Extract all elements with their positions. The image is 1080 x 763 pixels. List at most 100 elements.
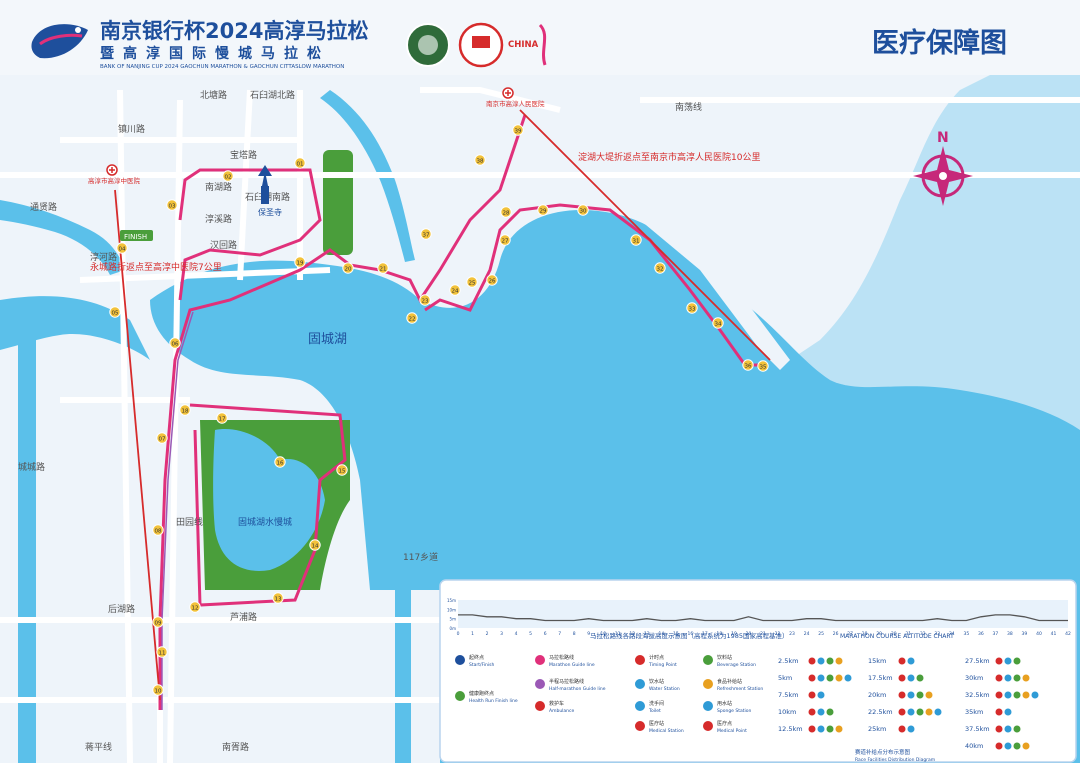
facility-dot-icon bbox=[925, 708, 933, 716]
east-shore bbox=[640, 215, 790, 370]
road-label-tianyuan: 田园线 bbox=[176, 516, 203, 528]
legend-label-en: Timing Point bbox=[648, 662, 677, 668]
km-facility-label: 12.5km bbox=[778, 725, 803, 733]
facility-dot-icon bbox=[835, 674, 843, 682]
legend-icon bbox=[703, 655, 713, 665]
altitude-tick: 29 bbox=[876, 631, 882, 637]
facility-dot-icon bbox=[1013, 725, 1021, 733]
km-marker-label: 36 bbox=[745, 363, 752, 369]
km-marker-02 bbox=[222, 170, 234, 182]
km-marker-label: 04 bbox=[119, 246, 126, 252]
east-channel bbox=[760, 60, 1080, 430]
altitude-y-label: 0m bbox=[450, 626, 457, 631]
facility-dot-icon bbox=[995, 742, 1003, 750]
facility-dot-icon bbox=[907, 691, 915, 699]
legend-label-en: Sponge Station bbox=[717, 708, 752, 714]
facility-dot-icon bbox=[1013, 691, 1021, 699]
legend-label-cn: 饮料站 bbox=[717, 654, 732, 661]
km-marker-label: 26 bbox=[489, 278, 496, 284]
km-marker-05 bbox=[109, 306, 121, 318]
altitude-tick: 7 bbox=[558, 631, 561, 637]
road-label-shijiu-n: 石臼湖北路 bbox=[250, 89, 295, 101]
road-label-nanxu: 南胥路 bbox=[222, 741, 249, 753]
facility-dot-icon bbox=[1022, 742, 1030, 750]
facility-dot-icon bbox=[817, 691, 825, 699]
altitude-tick: 4 bbox=[515, 631, 518, 637]
facility-dot-icon bbox=[907, 708, 915, 716]
km-marker-34 bbox=[712, 317, 724, 329]
km-marker-01 bbox=[294, 157, 306, 169]
altitude-tick: 32 bbox=[920, 631, 926, 637]
legend-label-cn: 洗手间 bbox=[649, 700, 664, 707]
legend-icon bbox=[535, 655, 545, 665]
km-marker-label: 33 bbox=[689, 306, 696, 312]
facility-dot-icon bbox=[1022, 691, 1030, 699]
facility-dot-icon bbox=[1031, 691, 1039, 699]
legend-footer-cn: 赛道补给点分布示意图 bbox=[855, 748, 911, 756]
altitude-tick: 35 bbox=[963, 631, 969, 637]
km-marker-17 bbox=[216, 412, 228, 424]
facility-dot-icon bbox=[826, 725, 834, 733]
altitude-plot-area bbox=[458, 600, 1068, 628]
facility-dot-icon bbox=[826, 674, 834, 682]
altitude-line bbox=[458, 614, 1068, 622]
km-marker-21 bbox=[377, 262, 389, 274]
legend-label-en: Water Station bbox=[649, 686, 680, 692]
legend-icon bbox=[635, 701, 645, 711]
legend-label-en: Half-marathon Guide line bbox=[549, 686, 606, 692]
km-marker-label: 21 bbox=[380, 266, 387, 272]
altitude-tick: 25 bbox=[818, 631, 824, 637]
legend-label-cn: 食品补给站 bbox=[717, 678, 742, 685]
km-marker-07 bbox=[156, 432, 168, 444]
altitude-tick: 16 bbox=[688, 631, 694, 637]
facility-dot-icon bbox=[898, 691, 906, 699]
legend-label-en: Beverage Station bbox=[717, 662, 756, 668]
altitude-tick: 6 bbox=[544, 631, 547, 637]
altitude-title: 马拉松路线各路段海拔高度示意图（高程系统为1985国家高程基准） bbox=[590, 631, 789, 640]
km-marker-28 bbox=[500, 206, 512, 218]
facility-dot-icon bbox=[995, 725, 1003, 733]
altitude-tick: 24 bbox=[804, 631, 810, 637]
title-cn-2: 暨高淳国际慢城马拉松 bbox=[100, 45, 330, 62]
facility-dot-icon bbox=[1004, 657, 1012, 665]
finish-label: FINISH bbox=[124, 233, 147, 241]
km-marker-label: 17 bbox=[219, 416, 226, 422]
facility-dot-icon bbox=[898, 657, 906, 665]
legend-label-cn: 用水站 bbox=[717, 700, 732, 707]
facility-dot-icon bbox=[1022, 674, 1030, 682]
facility-dot-icon bbox=[808, 691, 816, 699]
facility-dot-icon bbox=[817, 657, 825, 665]
km-facility-label: 37.5km bbox=[965, 725, 990, 733]
altitude-tick: 12 bbox=[629, 631, 635, 637]
legend-icon bbox=[635, 679, 645, 689]
altitude-tick: 26 bbox=[833, 631, 839, 637]
km-facilities: 2.5km5km7.5km10km12.5km15km17.5km20km22.… bbox=[778, 657, 1039, 750]
altitude-tick: 0 bbox=[457, 631, 460, 637]
legend-icon bbox=[703, 701, 713, 711]
hospital-line-1 bbox=[114, 189, 161, 701]
altitude-tick: 31 bbox=[905, 631, 911, 637]
road-label-s117: 117乡道 bbox=[403, 551, 438, 563]
km-marker-35 bbox=[757, 360, 769, 372]
altitude-tick: 11 bbox=[615, 631, 621, 637]
pagoda-label: 保圣寺 bbox=[258, 207, 282, 217]
facility-dot-icon bbox=[995, 708, 1003, 716]
facility-dot-icon bbox=[826, 708, 834, 716]
km-marker-38 bbox=[474, 154, 486, 166]
legend-label-cn: 健康跑终点 bbox=[469, 690, 494, 697]
hospital-note-2: 淀湖大堤折返点至南京市高淳人民医院10公里 bbox=[578, 151, 760, 163]
marathon-logo bbox=[31, 24, 88, 59]
facility-dot-icon bbox=[826, 657, 834, 665]
facility-dot-icon bbox=[925, 691, 933, 699]
km-marker-03 bbox=[166, 199, 178, 211]
km-marker-16 bbox=[274, 456, 286, 468]
road-label-chunxi: 淳溪路 bbox=[205, 213, 232, 225]
km-marker-label: 14 bbox=[312, 543, 319, 549]
legend-label-en: Refreshment Station bbox=[717, 686, 763, 692]
altitude-tick: 28 bbox=[862, 631, 868, 637]
facility-dot-icon bbox=[808, 657, 816, 665]
km-marker-label: 38 bbox=[477, 158, 484, 164]
facility-dot-icon bbox=[808, 725, 816, 733]
